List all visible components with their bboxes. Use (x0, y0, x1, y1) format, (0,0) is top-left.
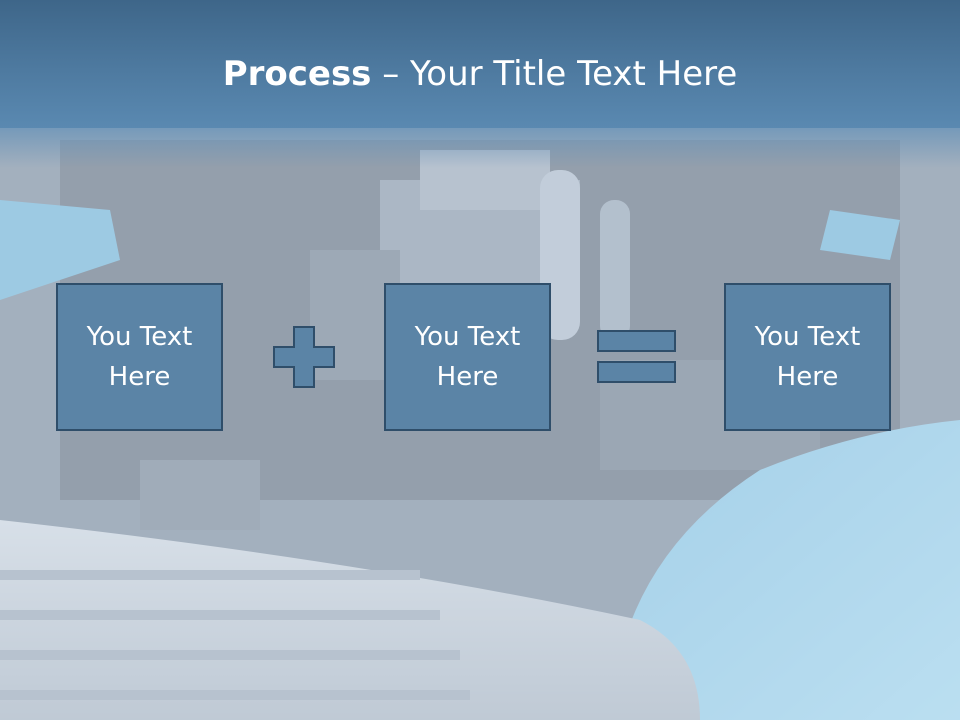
plus-icon (273, 326, 335, 388)
title-band (0, 0, 960, 128)
text-box-1[interactable]: You Text Here (56, 283, 223, 431)
text-box-3-label: You Text Here (754, 322, 861, 392)
title-band-fade (0, 128, 960, 168)
text-box-1-label: You Text Here (86, 322, 193, 392)
text-box-3[interactable]: You Text Here (724, 283, 891, 431)
slide-title[interactable]: Process – Your Title Text Here (0, 52, 960, 96)
title-bold: Process (222, 54, 372, 94)
text-box-2-label: You Text Here (414, 322, 521, 392)
text-box-2[interactable]: You Text Here (384, 283, 551, 431)
title-rest: – Your Title Text Here (371, 54, 738, 94)
equals-icon (597, 330, 676, 383)
